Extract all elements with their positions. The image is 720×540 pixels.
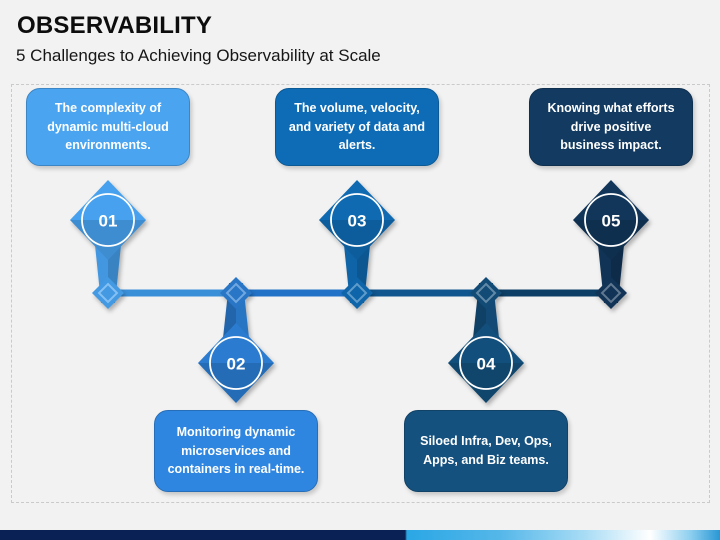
number-diamond-icon (319, 180, 395, 260)
challenge-box-01: The complexity of dynamic multi-cloud en… (26, 88, 190, 166)
axis-diamond-icon (92, 277, 124, 309)
number-circle (459, 336, 513, 390)
axis-diamond-inner-ring (97, 282, 119, 304)
number-circle (209, 336, 263, 390)
challenge-box-02: Monitoring dynamic microservices and con… (154, 410, 318, 492)
number-diamond-icon (198, 323, 274, 403)
axis-diamond-inner-ring (346, 282, 368, 304)
timeline-node-01: 01 (70, 180, 146, 309)
number-diamond-shade (573, 220, 649, 260)
challenge-box-label: The volume, velocity, and variety of dat… (288, 100, 426, 153)
node-number: 01 (99, 212, 118, 231)
slide-title: OBSERVABILITY (17, 12, 213, 39)
challenge-box-03: The volume, velocity, and variety of dat… (275, 88, 439, 166)
timeline-node-04: 04 (448, 277, 524, 403)
node-number: 04 (477, 355, 496, 374)
challenge-box-label: Monitoring dynamic microservices and con… (167, 424, 305, 477)
number-diamond-shade (448, 363, 524, 403)
axis-diamond-icon (220, 277, 252, 309)
axis-diamond-inner-ring (225, 282, 247, 304)
timeline-connector-seg-2 (236, 289, 357, 297)
number-diamond-shade (70, 220, 146, 260)
challenge-box-label: Siloed Infra, Dev, Ops, Apps, and Biz te… (420, 434, 552, 467)
number-circle (330, 193, 384, 247)
number-diamond-icon (573, 180, 649, 260)
timeline-connector-seg-3 (357, 289, 486, 297)
axis-diamond-inner-ring (600, 282, 622, 304)
axis-diamond-icon (341, 277, 373, 309)
number-diamond-shade (198, 363, 274, 403)
axis-diamond-inner-ring (475, 282, 497, 304)
number-diamond-icon (70, 180, 146, 260)
number-circle (81, 193, 135, 247)
axis-diamond-icon (595, 277, 627, 309)
footer-accent-bar (0, 530, 720, 540)
timeline-node-03: 03 (319, 180, 395, 309)
timeline-node-05: 05 (573, 180, 649, 309)
slide-subtitle: 5 Challenges to Achieving Observability … (16, 46, 381, 65)
timeline-connector-seg-4 (486, 289, 611, 297)
node-number: 02 (227, 355, 246, 374)
node-number: 05 (602, 212, 621, 231)
number-circle (584, 193, 638, 247)
axis-diamond-icon (470, 277, 502, 309)
timeline-connector-seg-1 (108, 289, 236, 297)
challenge-box-04: Siloed Infra, Dev, Ops, Apps, and Biz te… (404, 410, 568, 492)
challenge-box-label: The complexity of dynamic multi-cloud en… (47, 100, 169, 153)
number-diamond-shade (319, 220, 395, 260)
number-diamond-icon (448, 323, 524, 403)
challenge-box-05: Knowing what efforts drive positive busi… (529, 88, 693, 166)
node-number: 03 (348, 212, 367, 231)
challenge-box-label: Knowing what efforts drive positive busi… (547, 100, 675, 153)
timeline-node-02: 02 (198, 277, 274, 403)
